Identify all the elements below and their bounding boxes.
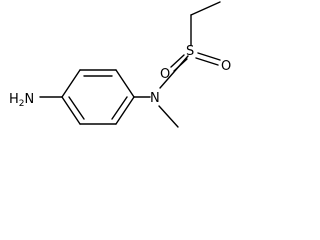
- bond-ethyl: [190, 1, 221, 16]
- bond-n-to-methyl: [158, 105, 179, 128]
- benzene-ring: [61, 69, 135, 125]
- bond-s-o-right-a: [197, 52, 221, 61]
- ring-bond-3: [115, 69, 135, 98]
- ring-double-bond-left: [68, 96, 85, 120]
- ring-bond-6: [61, 96, 81, 125]
- amine-n-label: N: [25, 92, 35, 107]
- amine-h-label: H: [9, 92, 19, 107]
- oxygen-left-label: O: [160, 67, 170, 82]
- amine-label: H2N: [9, 92, 34, 109]
- bond-s-o-right-b: [195, 57, 219, 66]
- chemical-structure: H2N N S O O: [9, 1, 231, 128]
- bond-s-o-left-b: [173, 58, 188, 72]
- ring-bond-1: [61, 69, 81, 98]
- sulfur-label: S: [186, 44, 194, 59]
- amine-h-subscript: 2: [19, 99, 25, 109]
- bond-s-o-left-a: [170, 54, 185, 68]
- svg-text:H2N: H2N: [9, 92, 34, 109]
- ring-bond-4: [115, 96, 135, 125]
- bond-n-to-s: [159, 55, 189, 89]
- sulfonamide-n-label: N: [150, 91, 160, 106]
- ring-double-bond-right: [111, 96, 128, 120]
- oxygen-right-label: O: [221, 59, 231, 74]
